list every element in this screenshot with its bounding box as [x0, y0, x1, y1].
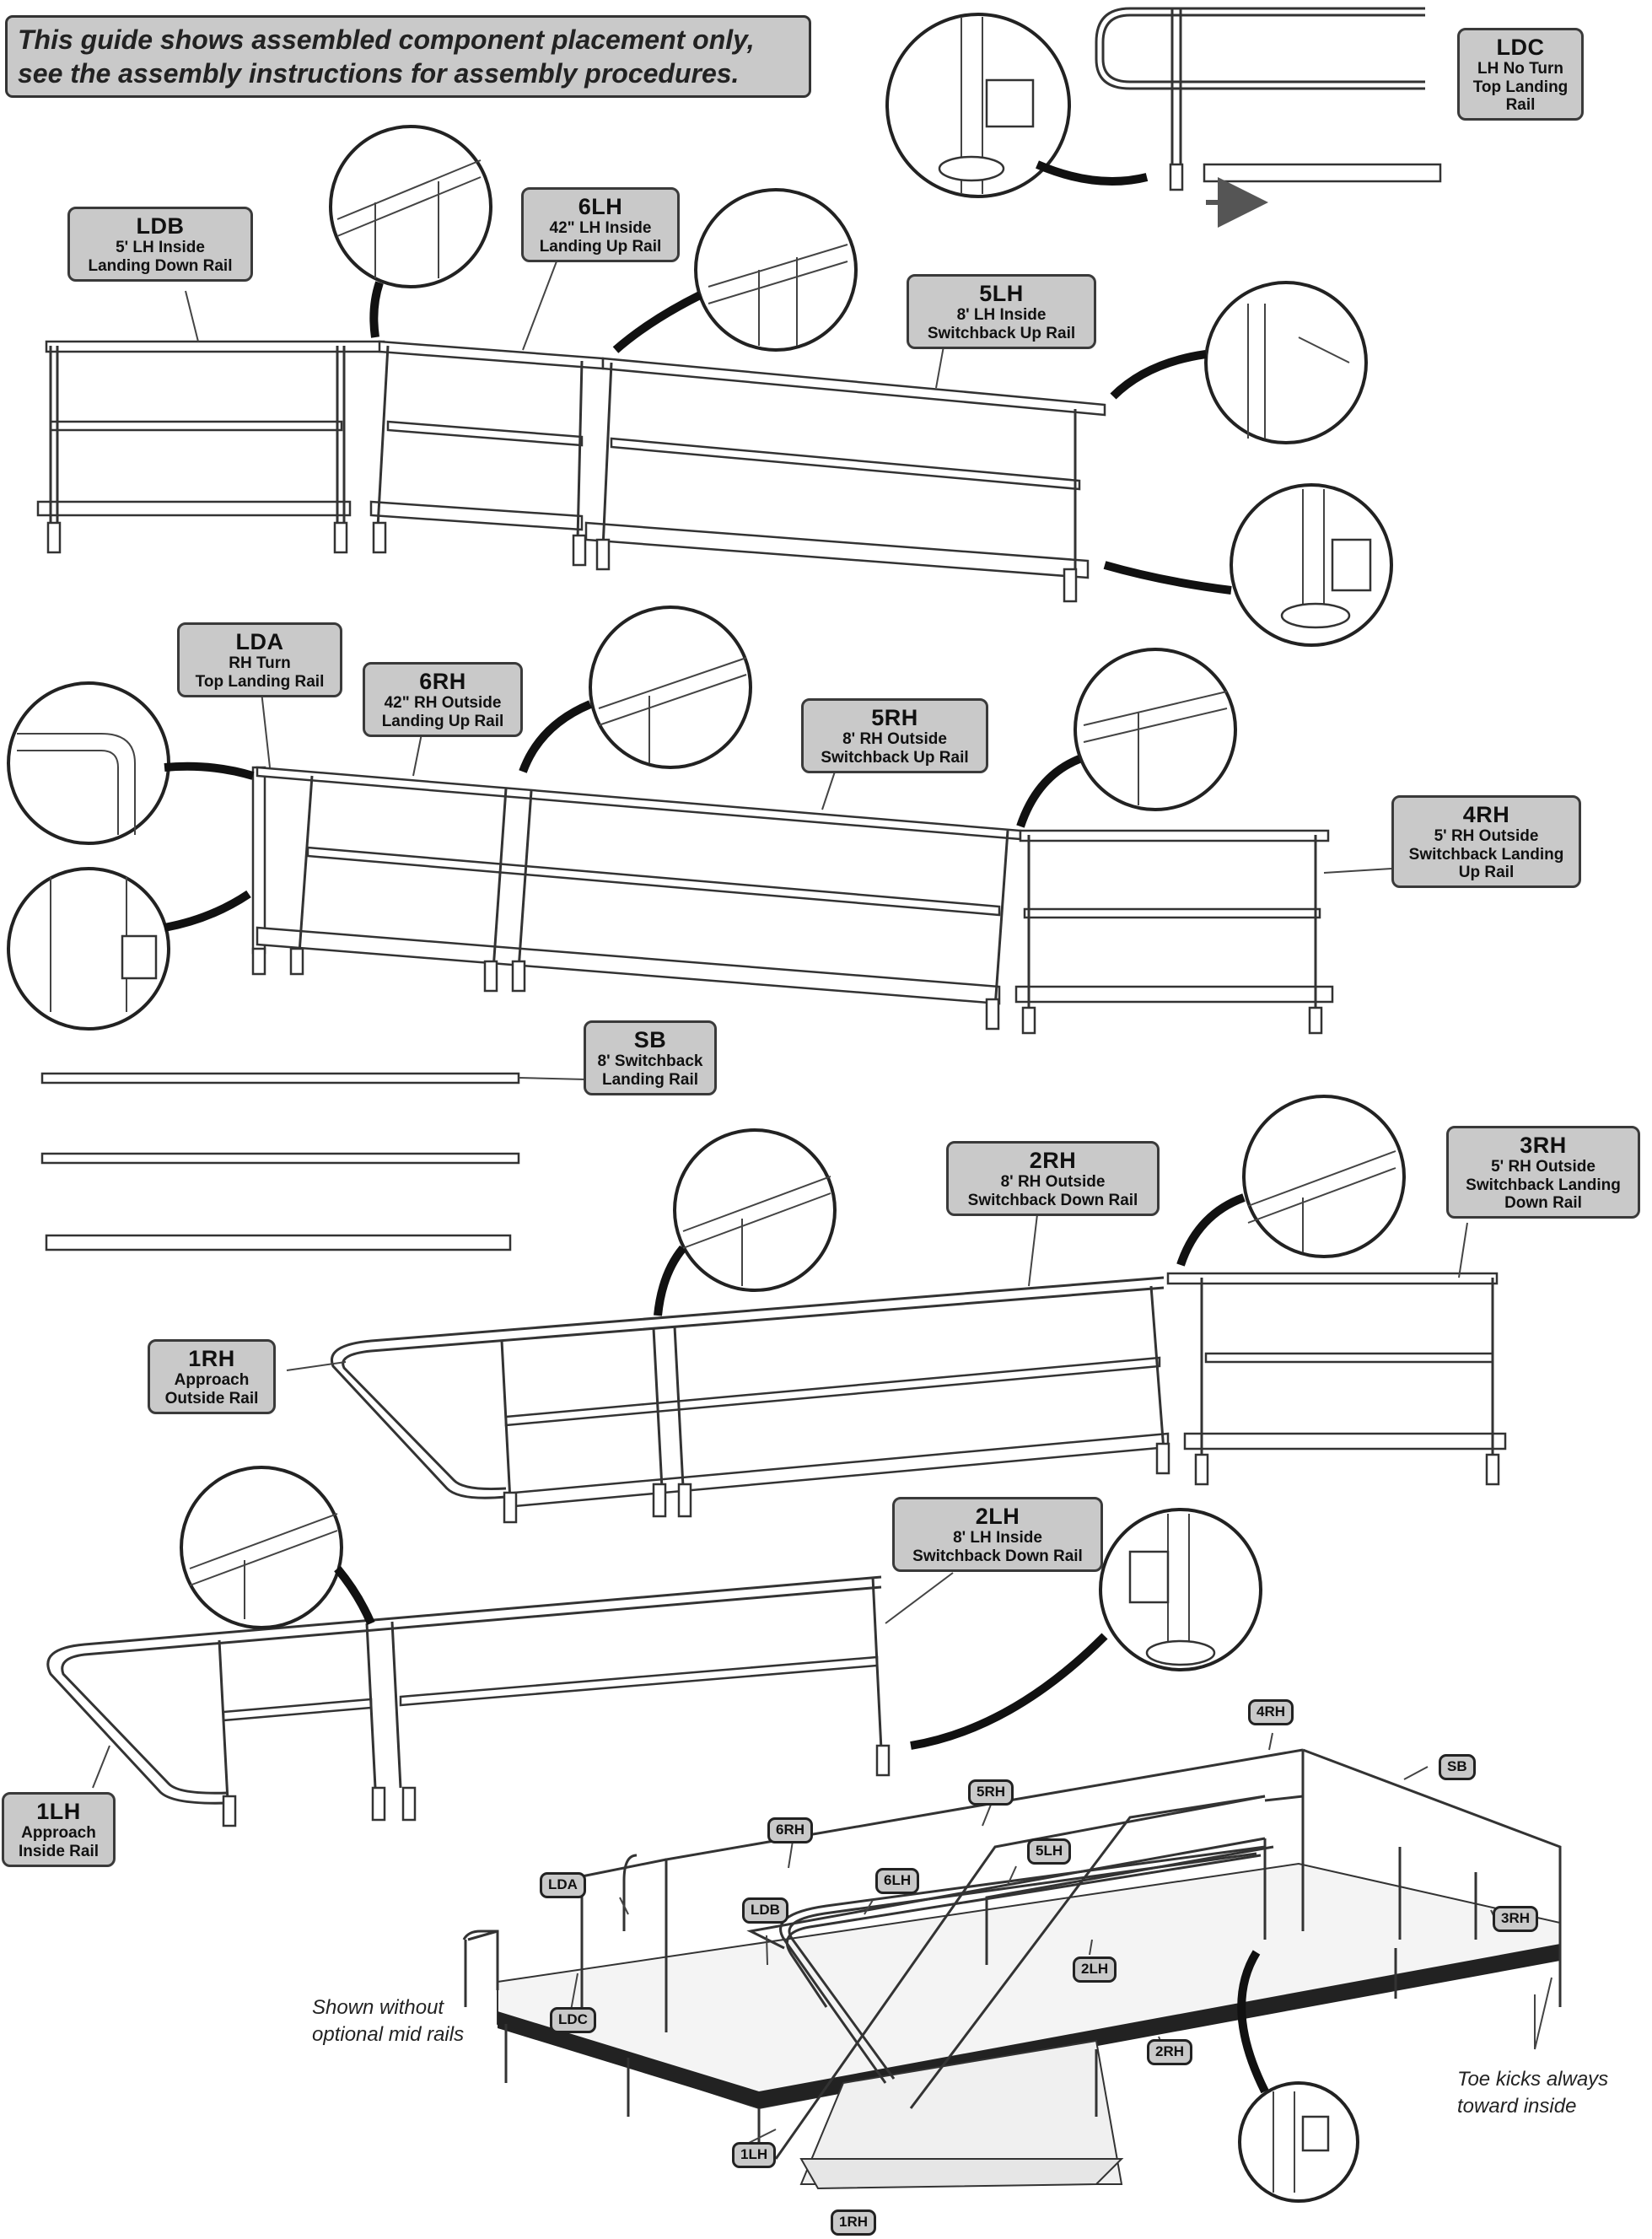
label-lda-code: LDA: [235, 629, 284, 654]
label-ldb-desc1: 5' LH Inside: [116, 239, 205, 257]
sb-rails: [40, 1072, 520, 1251]
tag-5rh: 5RH: [968, 1779, 1014, 1806]
tag-4rh: 4RH: [1248, 1699, 1294, 1725]
label-5rh-desc2: Switchback Up Rail: [821, 748, 969, 767]
ldb-rail: [36, 340, 385, 554]
row1-callouts: [329, 125, 1393, 647]
tag-1lh: 1LH: [732, 2142, 777, 2168]
lh6-rail: [369, 340, 605, 567]
label-lda-desc1: RH Turn: [229, 654, 291, 673]
label-ldb-desc2: Landing Down Rail: [88, 256, 233, 275]
label-5lh-desc1: 8' LH Inside: [956, 306, 1047, 325]
label-ldb-code: LDB: [136, 213, 185, 239]
label-ldc: LDC LH No Turn Top Landing Rail: [1457, 28, 1584, 121]
tag-sb: SB: [1439, 1754, 1476, 1780]
label-5lh-code: 5LH: [979, 281, 1024, 306]
label-6lh-desc2: Landing Up Rail: [539, 237, 662, 256]
label-ldc-code: LDC: [1496, 35, 1545, 60]
label-4rh-desc2: Switchback Landing: [1408, 845, 1564, 864]
label-6lh-desc1: 42" LH Inside: [549, 219, 652, 238]
label-5rh: 5RH 8' RH Outside Switchback Up Rail: [801, 698, 988, 773]
rh4-rail: [1014, 829, 1334, 1035]
assembled-ramp: [462, 1748, 1562, 2190]
banner-line-2: see the assembly instructions for assemb…: [18, 58, 740, 89]
rh1-2rh-rails: [331, 1276, 1170, 1524]
label-3rh-desc1: 5' RH Outside: [1491, 1158, 1595, 1176]
instruction-banner: This guide shows assembled component pla…: [5, 15, 811, 98]
label-2lh-desc1: 8' LH Inside: [953, 1529, 1042, 1547]
label-1rh-desc2: Outside Rail: [164, 1389, 259, 1407]
label-5rh-desc1: 8' RH Outside: [842, 730, 947, 749]
lh5-rail: [584, 357, 1106, 603]
note-mid-rails: Shown without optional mid rails: [312, 1994, 464, 2049]
label-6rh-desc1: 42" RH Outside: [384, 694, 502, 713]
label-sb-desc1: 8' Switchback: [597, 1052, 703, 1071]
label-2lh: 2LH 8' LH Inside Switchback Down Rail: [892, 1497, 1103, 1572]
label-1lh: 1LH Approach Inside Rail: [2, 1792, 116, 1867]
label-1rh: 1RH Approach Outside Rail: [148, 1339, 276, 1414]
tag-ldc: LDC: [550, 2007, 596, 2033]
label-6rh-desc2: Landing Up Rail: [381, 712, 504, 730]
ldc-rail: [1095, 7, 1442, 228]
rh3-rail: [1166, 1272, 1507, 1486]
label-2lh-code: 2LH: [975, 1504, 1020, 1529]
label-6rh: 6RH 42" RH Outside Landing Up Rail: [363, 662, 523, 737]
label-4rh-code: 4RH: [1462, 802, 1510, 827]
label-sb-desc2: Landing Rail: [602, 1070, 698, 1089]
label-2lh-desc2: Switchback Down Rail: [912, 1547, 1083, 1565]
label-ldb: LDB 5' LH Inside Landing Down Rail: [67, 207, 253, 282]
tag-3rh: 3RH: [1493, 1906, 1539, 1932]
label-3rh-code: 3RH: [1520, 1133, 1567, 1158]
label-2rh-desc1: 8' RH Outside: [1000, 1173, 1106, 1192]
note-mid-rails-line1: Shown without: [312, 1996, 444, 2019]
label-2rh-code: 2RH: [1029, 1148, 1077, 1173]
banner-line-1: This guide shows assembled component pla…: [18, 24, 755, 55]
label-6lh: 6LH 42" LH Inside Landing Up Rail: [521, 187, 680, 262]
tag-ldb: LDB: [742, 1897, 788, 1924]
lda-6rh-5rh-rails: [251, 766, 1022, 1031]
note-toe-kicks-line1: Toe kicks always: [1457, 2068, 1609, 2091]
label-3rh-desc3: Down Rail: [1504, 1193, 1582, 1212]
label-sb: SB 8' Switchback Landing Rail: [584, 1020, 717, 1095]
label-6lh-code: 6LH: [578, 194, 623, 219]
assembly-detail-callout: [1237, 1950, 1359, 2203]
label-5lh-desc2: Switchback Up Rail: [927, 324, 1076, 342]
note-mid-rails-line2: optional mid rails: [312, 2023, 465, 2047]
label-1rh-code: 1RH: [188, 1346, 235, 1371]
tag-lda: LDA: [540, 1872, 586, 1898]
label-4rh: 4RH 5' RH Outside Switchback Landing Up …: [1391, 795, 1581, 889]
label-3rh-desc2: Switchback Landing: [1466, 1176, 1621, 1194]
note-toe-kicks-line2: toward inside: [1457, 2095, 1577, 2118]
note-toe-kicks: Toe kicks always toward inside: [1457, 2066, 1608, 2121]
label-4rh-desc1: 5' RH Outside: [1434, 827, 1539, 846]
tag-5lh: 5LH: [1027, 1838, 1072, 1865]
lh1-2lh-rails: [46, 1575, 891, 1827]
label-ldc-desc1: LH No Turn: [1477, 60, 1563, 78]
row3-callouts: [654, 1095, 1406, 1316]
row2-callouts: [7, 605, 1237, 1031]
label-3rh: 3RH 5' RH Outside Switchback Landing Dow…: [1446, 1126, 1640, 1219]
label-6rh-code: 6RH: [419, 669, 466, 694]
label-5lh: 5LH 8' LH Inside Switchback Up Rail: [907, 274, 1096, 349]
label-5rh-code: 5RH: [871, 705, 918, 730]
tag-6lh: 6LH: [875, 1868, 920, 1894]
tag-6rh: 6RH: [767, 1817, 814, 1843]
label-lda-desc2: Top Landing Rail: [195, 672, 325, 691]
label-2rh-desc2: Switchback Down Rail: [967, 1191, 1138, 1209]
label-1lh-code: 1LH: [36, 1799, 81, 1824]
label-1rh-desc1: Approach: [174, 1371, 250, 1390]
tag-1rh: 1RH: [831, 2209, 877, 2236]
label-1lh-desc2: Inside Rail: [18, 1842, 100, 1860]
label-4rh-desc3: Up Rail: [1458, 863, 1515, 881]
label-ldc-desc2: Top Landing Rail: [1472, 78, 1569, 114]
label-lda: LDA RH Turn Top Landing Rail: [177, 622, 342, 697]
tag-2lh: 2LH: [1073, 1956, 1117, 1983]
row4-callouts: [180, 1466, 1262, 1750]
ldc-detail-callout: [885, 13, 1149, 198]
label-sb-code: SB: [633, 1027, 667, 1052]
label-2rh: 2RH 8' RH Outside Switchback Down Rail: [946, 1141, 1160, 1216]
label-1lh-desc1: Approach: [21, 1824, 96, 1843]
tag-2rh: 2RH: [1147, 2039, 1193, 2065]
